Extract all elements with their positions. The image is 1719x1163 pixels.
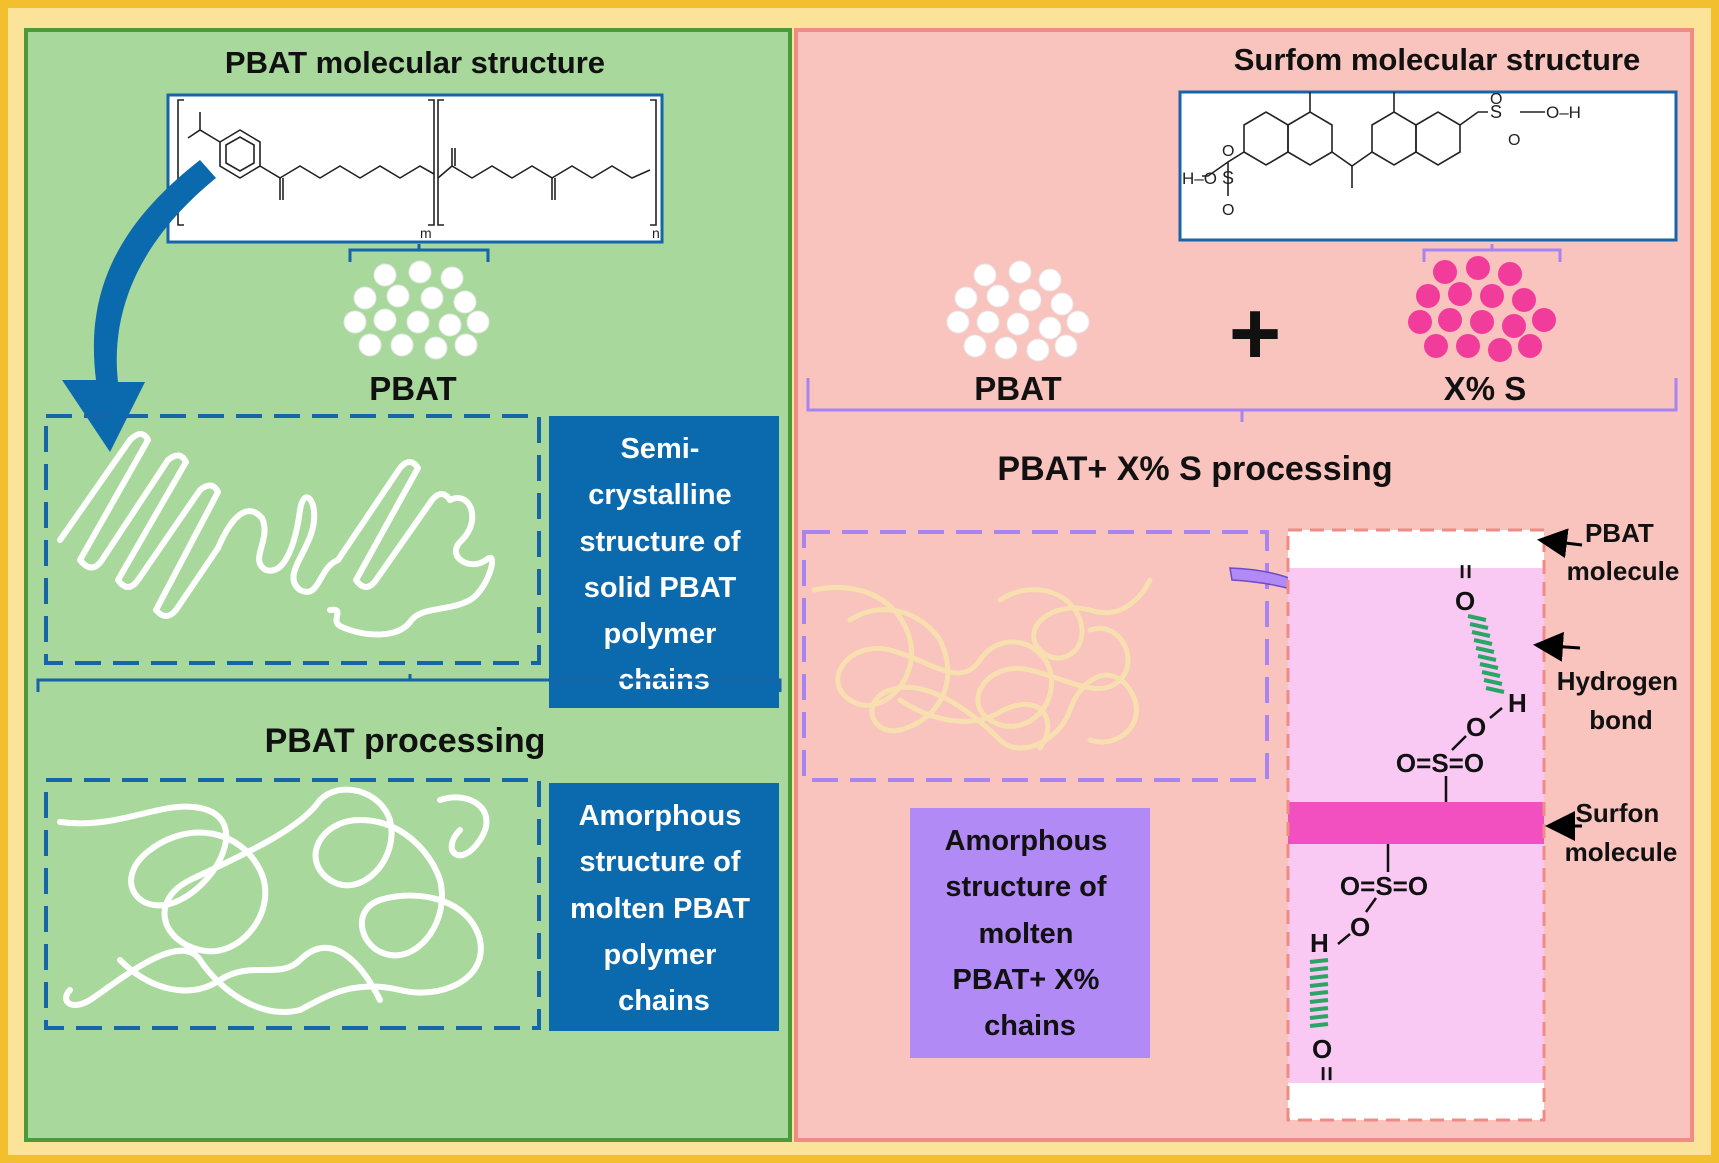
semi-line-3: structure of — [579, 526, 740, 558]
annot-surfon-line-1: Surfon — [1576, 798, 1660, 828]
amorph-right-line-4: PBAT+ X% — [953, 964, 1100, 996]
xs-label: X% S — [1444, 370, 1527, 407]
subscript-m: m — [420, 225, 432, 241]
amorphous-dashed-box-right — [802, 530, 1269, 782]
surfon-s-left: S — [1222, 168, 1234, 188]
semi-line-1: Semi- — [620, 433, 699, 465]
amorphous-text-right: Amorphous structure of molten PBAT+ X% c… — [945, 825, 1116, 1042]
surfon-brace — [1422, 244, 1562, 262]
pbat-brace — [348, 244, 490, 262]
amorph-right-line-1: Amorphous — [945, 825, 1108, 857]
surfon-o-left-bottom: O — [1222, 202, 1234, 219]
amorph-left-line-4: polymer — [604, 939, 717, 971]
annot-pbat-line-1: PBAT — [1585, 518, 1654, 548]
amorph-right-line-2: structure of — [945, 871, 1106, 903]
amorph-left-line-5: chains — [618, 985, 710, 1017]
semi-crystalline-text: Semi- crystalline structure of solid PBA… — [579, 433, 748, 696]
annot-pbat-line-2: molecule — [1567, 556, 1680, 586]
amorphous-text-box-left — [549, 783, 779, 1031]
hbond-bottom — [1309, 958, 1329, 1028]
amorphous-text-box-right — [910, 808, 1150, 1058]
mix-processing-label: PBAT+ X% S processing — [997, 450, 1392, 488]
sulfonyl-top: O=S=O — [1396, 748, 1484, 778]
surfon-structure-box: S O O H–O S O O O–H — [1178, 90, 1678, 242]
h-top: H — [1508, 688, 1527, 718]
amorph-left-line-3: molten PBAT — [570, 893, 750, 925]
semi-line-5: polymer — [604, 618, 717, 650]
pbat-particle-cluster — [343, 260, 490, 360]
mix-brace — [806, 378, 1678, 422]
o-top: O — [1455, 586, 1475, 616]
sulfonyl-bottom: O=S=O — [1340, 871, 1428, 901]
amorph-left-line-2: structure of — [579, 846, 740, 878]
pbat-structure-box: m n — [166, 93, 664, 244]
annot-hydrogen-bond: Hydrogen bond — [1557, 666, 1686, 735]
eq-top: = — [1451, 564, 1481, 579]
surfon-particle-cluster — [1408, 256, 1556, 362]
amorphous-dashed-box-left — [44, 778, 541, 1030]
right-title: Surfom molecular structure — [1234, 42, 1641, 77]
semi-crystalline-chains — [57, 431, 496, 638]
pbat-particle-label: PBAT — [369, 370, 456, 407]
o-hydroxyl-bottom: O — [1350, 912, 1370, 942]
pbat-processing-brace — [36, 674, 782, 692]
o-hydroxyl-top: O — [1466, 712, 1486, 742]
amorph-left-line-1: Amorphous — [579, 800, 742, 832]
surfon-o-left-top: O — [1222, 143, 1234, 160]
surfon-ho-left: H–O — [1182, 169, 1217, 188]
annot-surfon-molecule: Surfon molecule — [1565, 798, 1678, 867]
semi-line-2: crystalline — [588, 479, 731, 511]
interaction-panel: = O H O O=S=O O=S=O O H O = — [1286, 528, 1546, 1122]
subscript-n: n — [652, 225, 660, 241]
blue-curved-arrow — [62, 160, 216, 452]
pbat-processing-label: PBAT processing — [265, 722, 546, 760]
amorph-right-line-5: chains — [984, 1010, 1076, 1042]
left-title: PBAT molecular structure — [225, 45, 605, 80]
amorphous-chains-right — [811, 577, 1153, 751]
annot-hbond-line-1: Hydrogen — [1557, 666, 1678, 696]
h-bottom: H — [1310, 928, 1329, 958]
semi-crystalline-text-box — [549, 416, 779, 708]
surfon-molecule-bar — [1288, 802, 1544, 844]
annot-pbat-molecule: PBAT molecule — [1567, 518, 1680, 586]
hbond-top — [1467, 614, 1505, 694]
semi-line-4: solid PBAT — [584, 572, 737, 604]
annot-hbond-line-2: bond — [1589, 705, 1653, 735]
surfon-oh-right: O–H — [1546, 103, 1581, 122]
pbat-label-right: PBAT — [974, 370, 1061, 407]
surfon-o-right-bottom: O — [1508, 132, 1520, 149]
amorphous-chains-left — [57, 786, 490, 1015]
annot-surfon-line-2: molecule — [1565, 837, 1678, 867]
pbat-molecule-bottom-bar — [1288, 1083, 1544, 1120]
plus-sign: + — [1229, 284, 1282, 384]
amorphous-text-left: Amorphous structure of molten PBAT polym… — [570, 800, 758, 1017]
semi-crystalline-dashed-box — [44, 414, 541, 665]
amorph-right-line-3: molten — [978, 918, 1073, 950]
eq-bottom: = — [1312, 1066, 1342, 1081]
pbat-particle-cluster-right — [946, 260, 1090, 362]
arrow-hydrogen-bond — [1533, 631, 1581, 662]
surfon-s-right: S — [1490, 102, 1502, 122]
surfon-o-right-top: O — [1490, 91, 1502, 108]
arrow-pbat-molecule — [1537, 528, 1583, 559]
pbat-molecule-top-bar — [1288, 530, 1544, 568]
o-bottom: O — [1312, 1034, 1332, 1064]
